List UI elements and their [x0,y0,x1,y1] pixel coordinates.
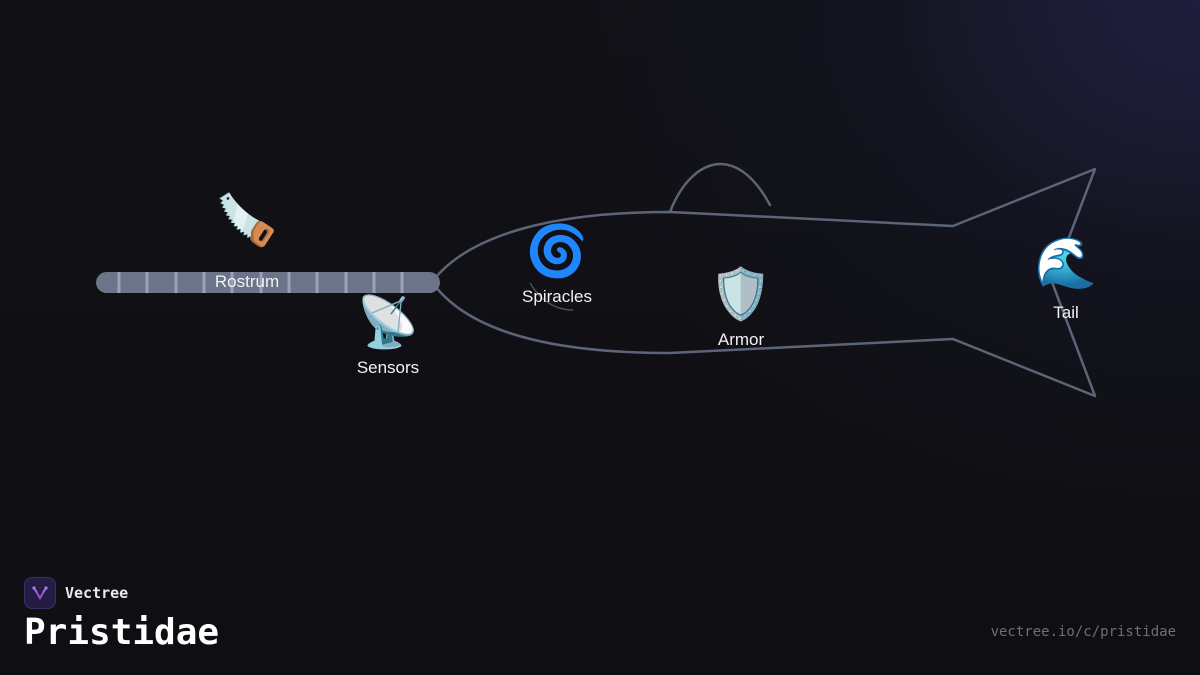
satellite-antenna-icon: 📡 [356,293,420,351]
dorsal-fin [668,162,772,214]
footer-url[interactable]: vectree.io/c/pristidae [990,624,1176,640]
page-title: Pristidae [24,612,220,653]
label-tail: Tail [1053,303,1079,322]
rostrum-teeth [117,272,404,293]
gill-arc [529,282,574,311]
shield-icon: 🛡️ [709,265,773,323]
saw-icon: 🪚 [215,191,279,249]
node-sensors[interactable]: 📡 Sensors [353,292,423,377]
vectree-logo-icon [24,577,56,609]
brand-name: Vectree [65,584,129,602]
body-outline [430,167,1097,398]
brand[interactable]: Vectree [24,577,128,609]
rostrum-blade [96,272,440,293]
label-armor: Armor [717,330,765,349]
label-spiracles: Spiracles [522,287,592,306]
node-rostrum[interactable]: 🪚 Rostrum [212,190,282,291]
cyclone-icon: 🌀 [525,222,589,280]
label-rostrum: Rostrum [214,272,280,291]
water-wave-icon: 🌊 [1034,234,1098,292]
node-armor[interactable]: 🛡️ Armor [706,264,776,349]
label-sensors: Sensors [356,358,420,377]
node-tail[interactable]: 🌊 Tail [1031,233,1101,322]
node-spiracles[interactable]: 🌀 Spiracles [522,221,592,306]
